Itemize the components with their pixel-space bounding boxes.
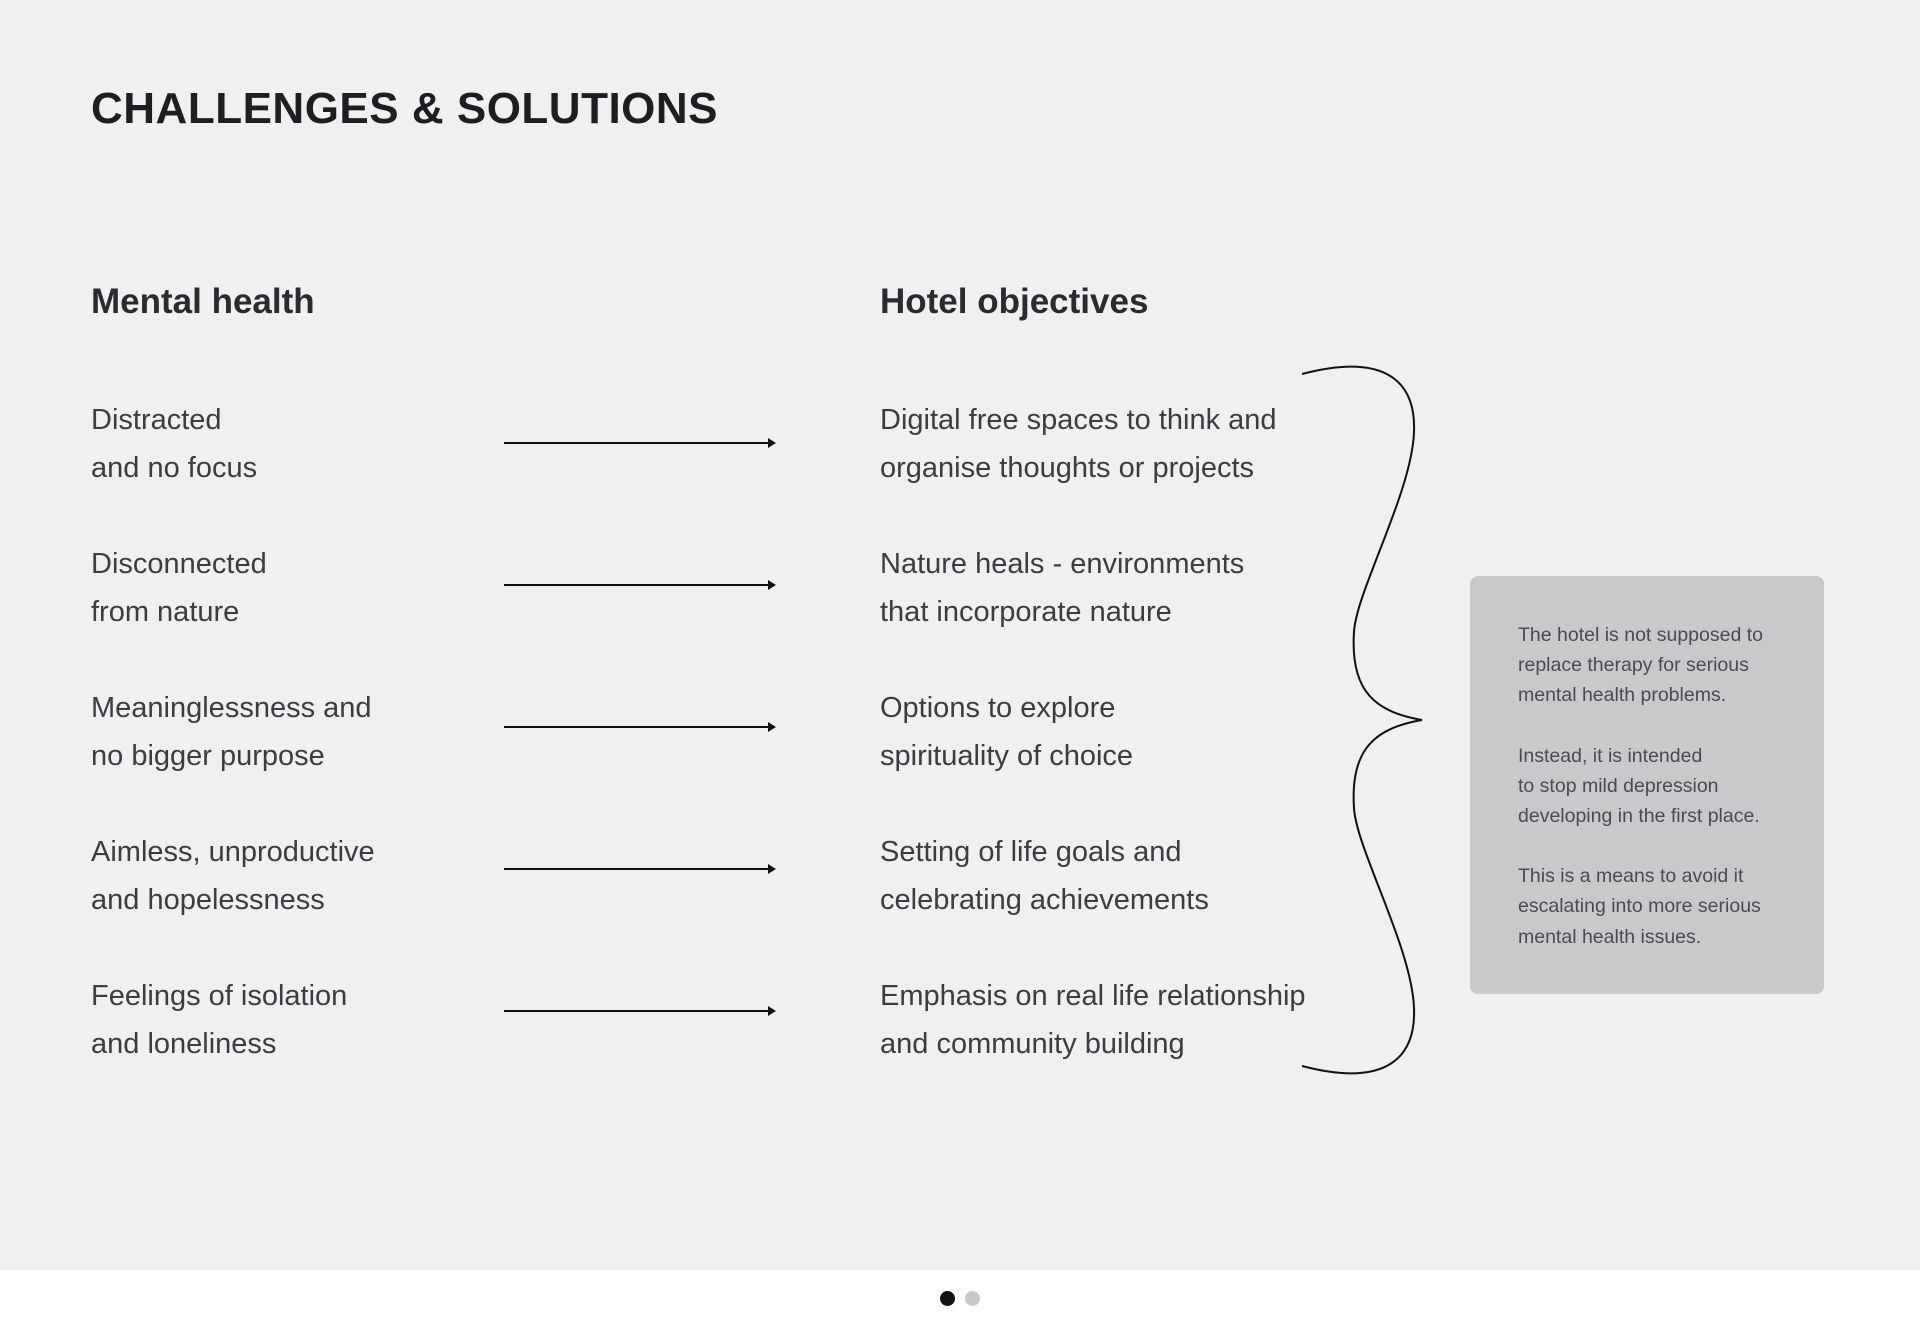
objective-line: Setting of life goals and (880, 836, 1182, 868)
objective-line: Nature heals - environments (880, 548, 1245, 580)
challenges-heading: Mental health (91, 282, 315, 321)
arrow-icon (504, 580, 776, 590)
objective-item: Setting of life goals and celebrating ac… (880, 828, 1209, 924)
challenge-line: and no focus (91, 452, 258, 484)
challenge-line: Feelings of isolation (91, 980, 348, 1012)
note-line: developing in the first place. (1518, 805, 1760, 828)
challenge-line: and loneliness (91, 1028, 277, 1060)
challenge-line: Meaninglessness and (91, 692, 372, 724)
challenge-item: Disconnected from nature (91, 540, 267, 636)
objective-line: Emphasis on real life relationship (880, 980, 1306, 1012)
objective-item: Nature heals - environments that incorpo… (880, 540, 1244, 636)
challenge-item: Feelings of isolation and loneliness (91, 972, 347, 1068)
objective-line: organise thoughts or projects (880, 452, 1254, 484)
challenge-line: Distracted (91, 404, 222, 436)
objective-line: Digital free spaces to think and (880, 404, 1277, 436)
objective-item: Emphasis on real life relationship and c… (880, 972, 1306, 1068)
note-line: The hotel is not supposed to (1518, 624, 1763, 646)
note-line: mental health issues. (1518, 925, 1702, 948)
objective-item: Digital free spaces to think and organis… (880, 396, 1277, 492)
pagination (940, 1291, 980, 1306)
challenge-line: no bigger purpose (91, 740, 325, 772)
note-line: to stop mild depression (1518, 774, 1719, 797)
challenge-item: Distracted and no focus (91, 396, 257, 492)
note-line: mental health problems. (1518, 684, 1727, 707)
challenge-line: from nature (91, 596, 240, 628)
objective-line: celebrating achievements (880, 884, 1209, 916)
challenge-line: Aimless, unproductive (91, 836, 375, 868)
note-paragraph: The hotel is not supposed to replace the… (1518, 620, 1794, 711)
challenge-item: Meaninglessness and no bigger purpose (91, 684, 372, 780)
objective-line: spirituality of choice (880, 740, 1134, 772)
note-line: Instead, it is intended (1518, 744, 1703, 767)
note-paragraph: This is a means to avoid it escalating i… (1518, 861, 1794, 952)
page-title: CHALLENGES & SOLUTIONS (91, 84, 719, 133)
arrow-icon (504, 438, 776, 448)
arrow-icon (504, 722, 776, 732)
arrow-icon (504, 864, 776, 874)
curly-brace-icon (1301, 365, 1423, 1075)
slide: CHALLENGES & SOLUTIONS Mental health Hot… (0, 0, 1920, 1270)
objective-line: that incorporate nature (880, 596, 1172, 628)
objectives-heading: Hotel objectives (880, 282, 1149, 321)
note-paragraph: Instead, it is intended to stop mild dep… (1518, 741, 1794, 832)
challenge-item: Aimless, unproductive and hopelessness (91, 828, 375, 924)
objective-line: Options to explore (880, 692, 1116, 724)
challenge-line: and hopelessness (91, 884, 325, 916)
page-dot-2[interactable] (965, 1291, 980, 1306)
objective-item: Options to explore spirituality of choic… (880, 684, 1133, 780)
note-line: This is a means to avoid it (1518, 865, 1744, 888)
page-dot-1[interactable] (940, 1291, 955, 1306)
arrow-icon (504, 1006, 776, 1016)
challenge-line: Disconnected (91, 548, 267, 580)
note-box: The hotel is not supposed to replace the… (1470, 576, 1824, 994)
note-line: escalating into more serious (1518, 895, 1761, 918)
note-line: replace therapy for serious (1518, 654, 1749, 677)
objective-line: and community building (880, 1028, 1185, 1060)
